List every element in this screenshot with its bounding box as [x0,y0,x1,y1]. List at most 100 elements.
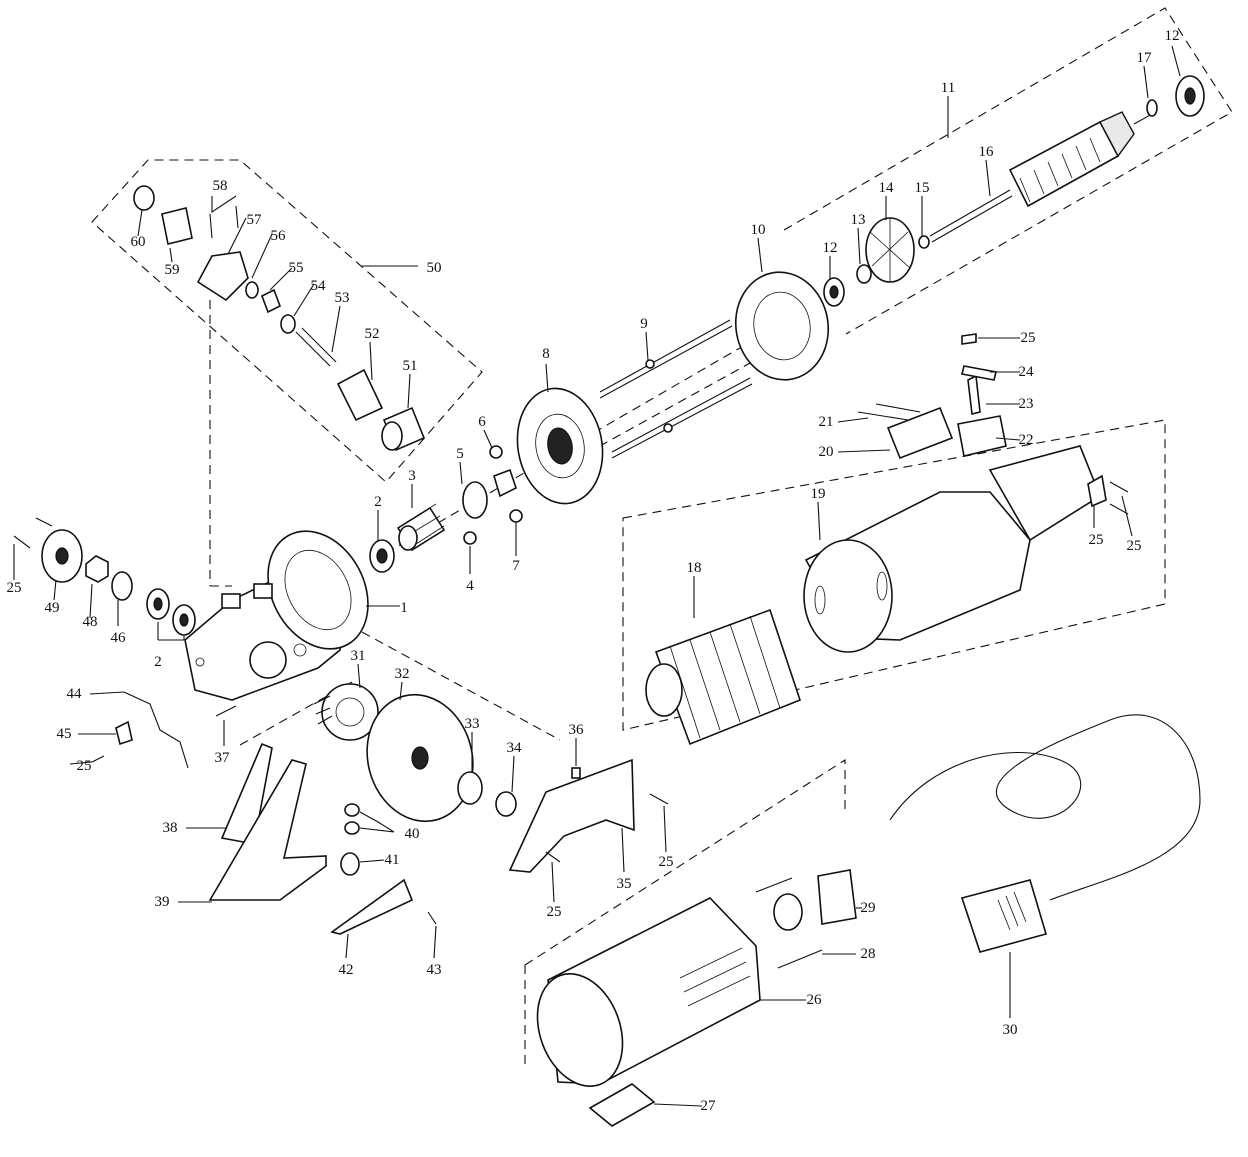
stator-part-18 [645,608,801,746]
callout-label: 17 [1137,50,1153,66]
callout-label: 53 [335,290,350,306]
callout-label: 58 [213,178,228,194]
callout-label: 25 [1021,330,1036,346]
blade-part-33 [366,693,474,823]
spacer-part-42 [340,852,360,876]
callout-label: 43 [427,962,442,978]
housing-part-27 [536,897,761,1087]
callout-label: 25 [1089,532,1104,548]
outline-housing-group [524,758,846,1070]
callout-label: 20 [819,444,834,460]
callout-label: 11 [941,80,955,96]
ring-part-57 [245,281,259,299]
callout-label: 8 [542,346,550,362]
cap-part-61 [133,185,155,211]
cord-guard-part-30 [755,869,857,931]
callout-label: 2 [154,654,162,670]
outline-group-51 [91,159,483,483]
callout-label: 44 [67,686,83,702]
callout-label: 18 [687,560,702,576]
bearing-housing-part-10 [734,271,830,381]
pin-part-56 [260,288,282,314]
switch-part-20 [886,406,954,460]
screws-part-59 [209,205,239,239]
armature-part-16 [929,111,1153,243]
spring-part-23 [967,374,981,415]
callout-label: 33 [465,716,480,732]
callout-label: 1 [400,600,408,616]
callout-label: 32 [395,666,410,682]
circlip-part-5 [462,481,488,519]
screw-part-25-f [545,851,561,863]
callout-label: 14 [879,180,895,196]
nut-part-6 [489,445,503,459]
callout-label: 25 [77,758,92,774]
bearing-part-12-rear-core [1184,87,1196,105]
tie-bolts-part-9 [599,319,753,459]
callout-label: 21 [819,414,834,430]
callout-label: 5 [456,446,464,462]
screw-part-38 [215,705,237,717]
callout-label: 46 [111,630,127,646]
flange-part-8 [516,387,604,505]
oring-part-48 [111,571,133,601]
pin-part-37 [571,767,581,779]
bearing-part-12-front-core [829,285,839,299]
screw-part-25-e [649,793,669,805]
plate-part-6 [493,468,517,498]
outline-motor-group [622,419,1166,731]
callout-label: 45 [57,726,72,742]
callout-label: 25 [659,854,674,870]
screw-part-44 [427,911,437,925]
lever-part-45 [123,691,189,769]
callout-label: 35 [617,876,632,892]
screw-part-25-d [1109,481,1129,515]
gear-housing-part-1 [184,530,369,701]
callout-label: 59 [165,262,180,278]
callout-label: 28 [861,946,876,962]
screw-part-41-a [344,803,360,817]
guard-part-36 [508,758,635,873]
callout-label: 55 [289,260,304,276]
callout-label: 57 [247,212,263,228]
bearing-part-2 [146,539,395,636]
callout-label: 19 [811,486,826,502]
callout-label: 39 [155,894,170,910]
leader-lines [13,45,1181,1107]
callout-label: 38 [163,820,178,836]
screw-part-25-top [961,333,977,345]
callout-label: 40 [405,826,420,842]
bearing-part-34 [457,771,483,805]
callout-label: 6 [478,414,486,430]
callout-label: 7 [512,558,520,574]
screw-part-29 [777,949,823,969]
knife-part-43 [330,878,414,935]
callout-label: 56 [271,228,287,244]
clip-part-46 [115,720,133,746]
callout-label: 41 [385,852,400,868]
ring-part-15 [918,235,930,249]
callout-label: 25 [1127,538,1142,554]
callout-label: 48 [83,614,98,630]
parts [13,75,1205,1127]
callout-label: 3 [408,468,416,484]
callout-label: 50 [427,260,442,276]
bushing-part-55 [280,314,296,334]
block-part-58 [196,251,249,302]
nut-part-35 [495,791,517,817]
foot-part-40 [208,759,327,901]
nut-part-49 [85,555,109,583]
callout-label: 10 [751,222,766,238]
callout-label: 4 [466,578,474,594]
motor-housing-part-19 [803,445,1101,653]
power-cord-part-31 [889,714,1201,953]
clip-part-24 [961,365,997,381]
fan-part-14 [865,217,915,283]
callout-label: 54 [311,278,327,294]
bracket-part-22 [957,415,1007,457]
callout-label: 9 [640,316,648,332]
callout-label: 60 [131,234,146,250]
callout-label: 27 [701,1098,717,1114]
